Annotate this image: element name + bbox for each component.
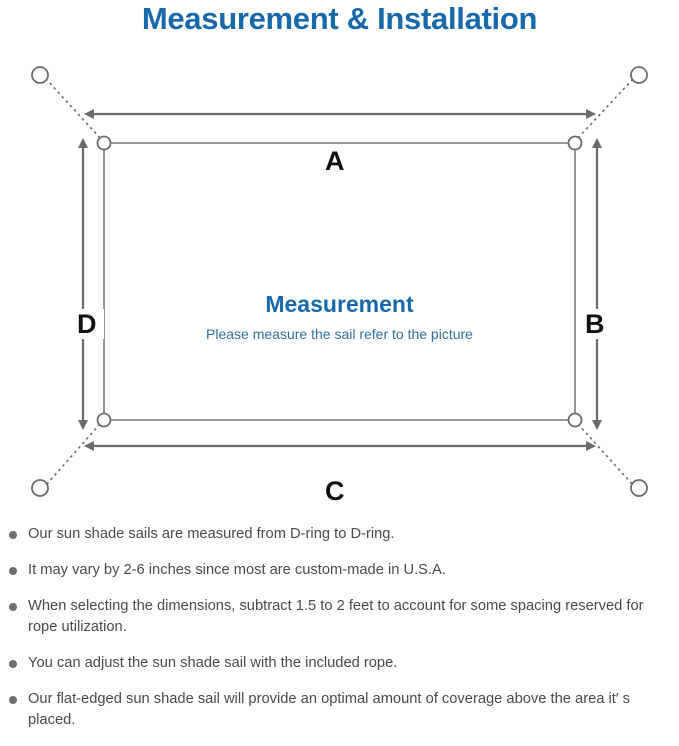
bullet-icon	[9, 696, 17, 704]
dimension-label-b: B	[578, 309, 612, 339]
rope-lines	[46, 79, 633, 485]
note-text: Our sun shade sails are measured from D-…	[28, 526, 395, 542]
bullet-icon	[9, 567, 17, 575]
dimension-label-c: C	[318, 476, 352, 506]
bullet-icon	[9, 531, 17, 539]
shade-sail-body	[103, 142, 576, 421]
dimension-label-d: D	[70, 309, 104, 339]
anchor-ring-bottom-right	[630, 479, 648, 497]
note-text: Our flat-edged sun shade sail will provi…	[28, 691, 631, 728]
sail-d-ring-bottom-left	[96, 412, 112, 428]
sail-d-ring-bottom-right	[567, 412, 583, 428]
list-item: When selecting the dimensions, subtract …	[0, 596, 679, 638]
anchor-ring-top-left	[31, 66, 49, 84]
rope-bottom-right	[577, 423, 633, 485]
sail-d-ring-top-left	[96, 135, 112, 151]
measurement-diagram: Measurement Please measure the sail refe…	[0, 48, 679, 518]
anchor-ring-top-right	[630, 66, 648, 84]
sail-d-ring-top-right	[567, 135, 583, 151]
list-item: It may vary by 2-6 inches since most are…	[0, 560, 679, 581]
note-text: You can adjust the sun shade sail with t…	[28, 655, 398, 671]
dimension-label-a: A	[318, 146, 352, 176]
anchor-ring-bottom-left	[31, 479, 49, 497]
list-item: Our sun shade sails are measured from D-…	[0, 524, 679, 545]
rope-top-left	[46, 79, 101, 139]
notes-list: Our sun shade sails are measured from D-…	[0, 524, 679, 746]
rope-top-right	[577, 79, 633, 139]
note-text: It may vary by 2-6 inches since most are…	[28, 562, 446, 578]
note-text: When selecting the dimensions, subtract …	[28, 598, 644, 635]
sail-d-rings	[96, 135, 583, 428]
bullet-icon	[9, 660, 17, 668]
dimension-arrows	[78, 109, 602, 451]
list-item: Our flat-edged sun shade sail will provi…	[0, 689, 679, 731]
bullet-icon	[9, 603, 17, 611]
diagram-svg	[31, 66, 648, 497]
rope-bottom-left	[46, 423, 101, 485]
anchor-rings	[31, 66, 648, 497]
page-title: Measurement & Installation	[141, 1, 538, 36]
list-item: You can adjust the sun shade sail with t…	[0, 653, 679, 674]
